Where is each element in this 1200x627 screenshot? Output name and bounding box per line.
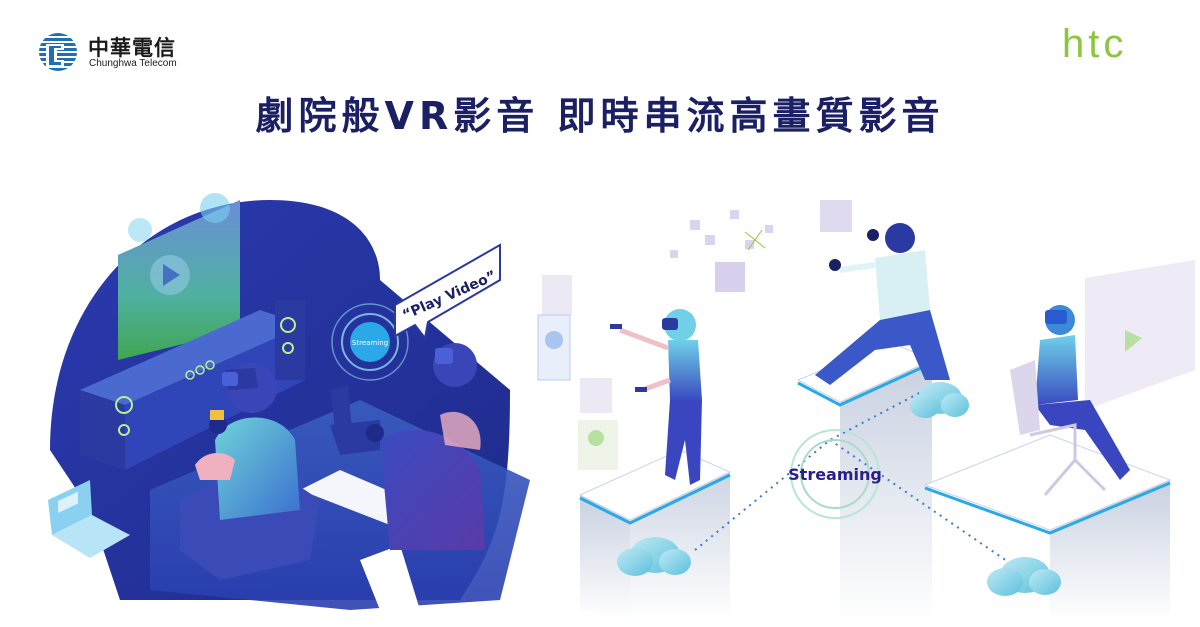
chunghwa-logo-mark-icon bbox=[39, 33, 77, 71]
chunghwa-name-en: Chunghwa Telecom bbox=[89, 58, 177, 69]
htc-logo: htc bbox=[1062, 22, 1128, 66]
home-theater-vr-illustration: Streaming “Play Video” bbox=[30, 180, 530, 610]
cloud-streaming-vr-illustration: Streaming bbox=[530, 180, 1200, 620]
page-title: 劇院般VR影音 即時串流高畫質影音 bbox=[255, 94, 945, 138]
chunghwa-name-zh: 中華電信 bbox=[88, 36, 176, 60]
streaming-label-right: Streaming bbox=[788, 465, 882, 484]
chunghwa-telecom-logo: 中華電信 Chunghwa Telecom bbox=[38, 30, 198, 76]
cloud-icon bbox=[617, 382, 1061, 596]
streaming-label-left: Streaming bbox=[352, 339, 388, 347]
